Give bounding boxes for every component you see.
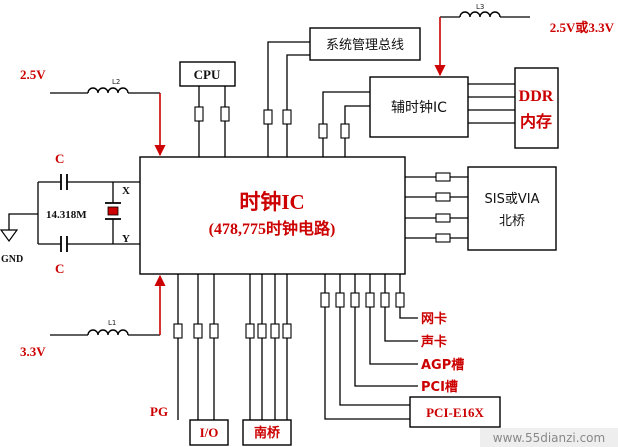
resistor (365, 292, 375, 308)
resistor (245, 323, 255, 339)
network-card-label: 网卡 (421, 311, 447, 327)
resistor (380, 292, 390, 308)
resistor (193, 323, 203, 339)
southbridge-clock-lines (249, 274, 288, 420)
pci-slot-label: PCI槽 (421, 379, 458, 395)
northbridge-block: SIS或VIA 北桥 (405, 166, 557, 251)
crystal-circuit: C C GND 14.318M X Y (0, 151, 140, 276)
pin-y-label: Y (122, 233, 130, 245)
clock-ic-title: 时钟IC (239, 190, 304, 214)
southbridge-box (242, 419, 292, 446)
pci-slot-line (354, 274, 418, 387)
pcie-line (339, 274, 410, 406)
cpu-box (179, 61, 236, 87)
agp-slot-line (369, 274, 418, 365)
ddr-block: DDR 内存 (514, 67, 559, 149)
southbridge-label: 南桥 (254, 425, 281, 441)
ddr-label: DDR (519, 88, 554, 105)
resistor (350, 292, 360, 308)
aux-clock-label: 辅时钟IC (391, 99, 447, 116)
io-block: I/O (189, 274, 229, 446)
io-label: I/O (200, 425, 219, 440)
northbridge-label: 北桥 (499, 214, 525, 229)
resistor (435, 172, 451, 182)
inductor-l1-label: L1 (108, 319, 116, 327)
inductor-l2-label: L2 (112, 78, 120, 86)
watermark-background (480, 428, 618, 447)
resistor (435, 213, 451, 223)
sound-card-label: 声卡 (420, 334, 447, 350)
northbridge-box (467, 166, 557, 251)
ground-icon (0, 229, 19, 243)
power-input-3v3: 3.3V L1 (20, 274, 166, 359)
smbus-lines (267, 41, 310, 157)
pcie-line (324, 274, 410, 420)
peripheral-outputs: 网卡 声卡 AGP槽 PCI槽 PCI-E16X (320, 274, 501, 428)
crystal-frequency: 14.318M (46, 209, 87, 221)
ground-label: GND (1, 254, 23, 265)
capacitor-top (60, 174, 68, 190)
smbus-block: 系统管理总线 (263, 27, 421, 157)
voltage-label-aux: 2.5V或3.3V (550, 20, 615, 35)
inductor-l3 (459, 11, 501, 18)
capacitor-bottom-label: C (55, 261, 64, 276)
resistor (209, 323, 219, 339)
ground-wire (8, 213, 38, 230)
pg-output: PG (150, 274, 183, 420)
clock-ic-subtitle: (478,775时钟电路) (209, 219, 336, 238)
resistor (395, 292, 405, 308)
ddr-box (514, 67, 559, 149)
power-input-2v5: 2.5V L2 (20, 67, 166, 157)
watermark-text: www.55dianzi.com (493, 431, 605, 445)
resistor (270, 323, 280, 339)
pcie-label: PCI-E16X (426, 405, 484, 420)
resistor (194, 106, 204, 122)
capacitor-top-label: C (55, 151, 64, 166)
aux-clock-box (369, 76, 469, 138)
io-box (189, 419, 229, 446)
resistor (335, 292, 345, 308)
clock-ic-block: 时钟IC (478,775时钟电路) (139, 156, 406, 275)
inductor-l1 (87, 329, 129, 336)
power-input-aux: 2.5V或3.3V L3 (434, 3, 615, 77)
capacitor-bottom (60, 236, 68, 252)
southbridge-block: 南桥 (242, 274, 292, 446)
inductor-l2 (87, 87, 129, 94)
northbridge-chip-label: SIS或VIA (485, 192, 540, 207)
pcie-box (409, 396, 501, 428)
resistor (220, 106, 230, 122)
voltage-label-3v3: 3.3V (20, 344, 46, 359)
inductor-l3-label: L3 (476, 3, 484, 11)
agp-slot-label: AGP槽 (421, 357, 464, 373)
io-clock-lines (197, 274, 215, 420)
aux-clock-block: 辅时钟IC (318, 76, 515, 157)
voltage-label-2v5: 2.5V (20, 67, 46, 82)
resistor (340, 123, 350, 139)
network-card-line (399, 274, 418, 319)
resistor (282, 323, 292, 339)
cpu-block: CPU (179, 61, 236, 157)
resistor (173, 323, 183, 339)
ddr-memory-label: 内存 (520, 112, 552, 131)
resistor (282, 109, 292, 125)
ddr-clock-lines (468, 83, 515, 124)
watermark: www.55dianzi.com (480, 428, 618, 447)
crystal-icon (107, 206, 119, 216)
pin-x-label: X (122, 185, 130, 197)
cpu-label: CPU (194, 67, 221, 82)
northbridge-clock-lines (405, 176, 468, 239)
smbus-box (309, 27, 421, 61)
resistor (263, 109, 273, 125)
smbus-label: 系统管理总线 (326, 38, 404, 53)
clock-ic-box (139, 156, 406, 275)
resistor (257, 323, 267, 339)
resistor (318, 123, 328, 139)
crystal-plates (105, 202, 121, 220)
resistor (320, 292, 330, 308)
resistor (435, 233, 451, 243)
resistor (435, 192, 451, 202)
pg-label: PG (150, 404, 168, 419)
